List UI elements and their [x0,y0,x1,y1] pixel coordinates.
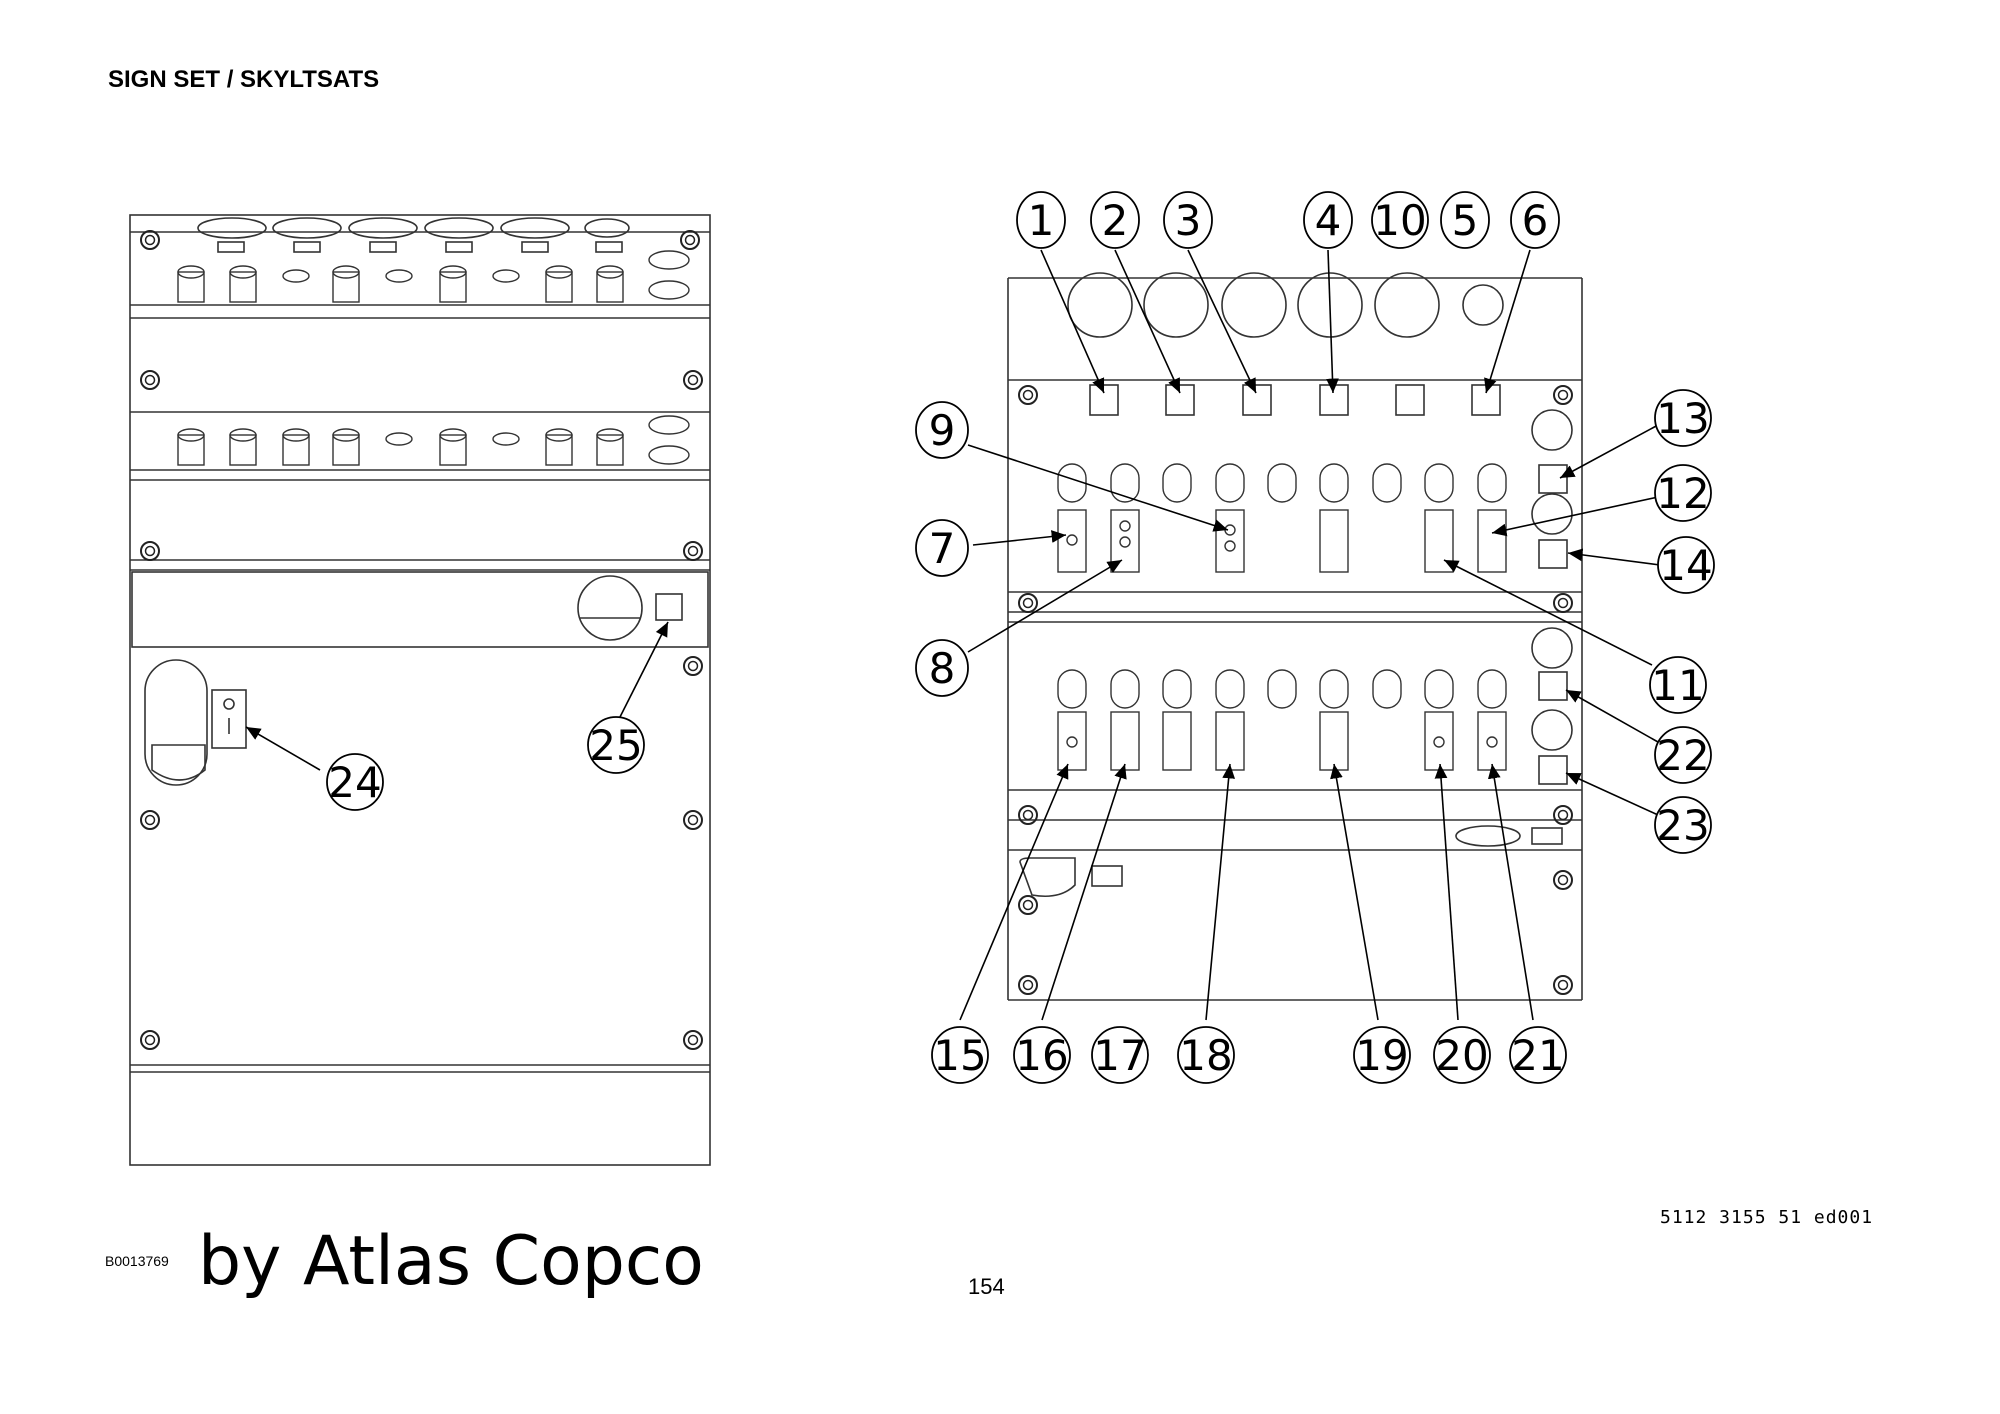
svg-text:15: 15 [933,1031,986,1080]
callout-16: 16 [1013,1026,1071,1084]
callout-2: 2 [1090,191,1140,249]
callout-14: 14 [1657,536,1715,594]
svg-text:8: 8 [929,644,956,693]
callout-19: 19 [1353,1026,1411,1084]
svg-text:1: 1 [1028,196,1055,245]
page-number: 154 [968,1274,1005,1299]
callout-11: 11 [1649,656,1707,714]
svg-text:14: 14 [1659,541,1712,590]
callout-bubbles: 1 2 3 4 10 5 6 9 7 8 13 12 14 11 22 23 2… [326,191,1715,1084]
svg-text:24: 24 [328,758,381,807]
svg-text:3: 3 [1175,196,1202,245]
svg-text:11: 11 [1651,661,1704,710]
callout-1: 1 [1016,191,1066,249]
callout-21: 21 [1509,1026,1567,1084]
doc-code: B0013769 [105,1253,169,1269]
svg-text:23: 23 [1656,801,1709,850]
leader-lines [245,249,1661,1021]
callout-8: 8 [915,639,969,697]
svg-text:10: 10 [1373,196,1426,245]
svg-text:9: 9 [929,406,956,455]
svg-text:22: 22 [1656,731,1709,780]
svg-text:4: 4 [1315,196,1342,245]
left-panel-screws [140,230,703,1050]
callout-6: 6 [1510,191,1560,249]
callout-9: 9 [915,401,969,459]
callout-12: 12 [1654,464,1712,522]
callout-5: 5 [1440,191,1490,249]
svg-text:2: 2 [1102,196,1129,245]
svg-text:13: 13 [1656,394,1709,443]
callout-22: 22 [1654,726,1712,784]
svg-text:18: 18 [1179,1031,1232,1080]
svg-text:17: 17 [1093,1031,1146,1080]
callout-15: 15 [931,1026,989,1084]
callout-3: 3 [1163,191,1213,249]
svg-text:20: 20 [1435,1031,1488,1080]
callout-20: 20 [1433,1026,1491,1084]
svg-text:12: 12 [1656,469,1709,518]
callout-17: 17 [1091,1026,1149,1084]
callout-7: 7 [915,519,969,577]
callout-18: 18 [1177,1026,1235,1084]
callout-4: 4 [1303,191,1353,249]
brand-text: by Atlas Copco [198,1222,704,1301]
svg-text:19: 19 [1355,1031,1408,1080]
callout-10: 10 [1371,191,1429,249]
page-title: SIGN SET / SKYLTSATS [108,66,380,93]
left-panel [129,214,711,1166]
drawing-reference: 5112 3155 51 ed001 [1660,1207,1874,1228]
callout-23: 23 [1654,796,1712,854]
svg-text:7: 7 [929,524,956,573]
svg-text:16: 16 [1015,1031,1068,1080]
svg-text:25: 25 [589,721,642,770]
right-panel [1007,272,1583,1001]
svg-text:6: 6 [1522,196,1549,245]
svg-text:5: 5 [1452,196,1479,245]
callout-13: 13 [1654,389,1712,447]
callout-25: 25 [587,716,645,774]
svg-text:21: 21 [1511,1031,1564,1080]
callout-24: 24 [326,753,384,811]
